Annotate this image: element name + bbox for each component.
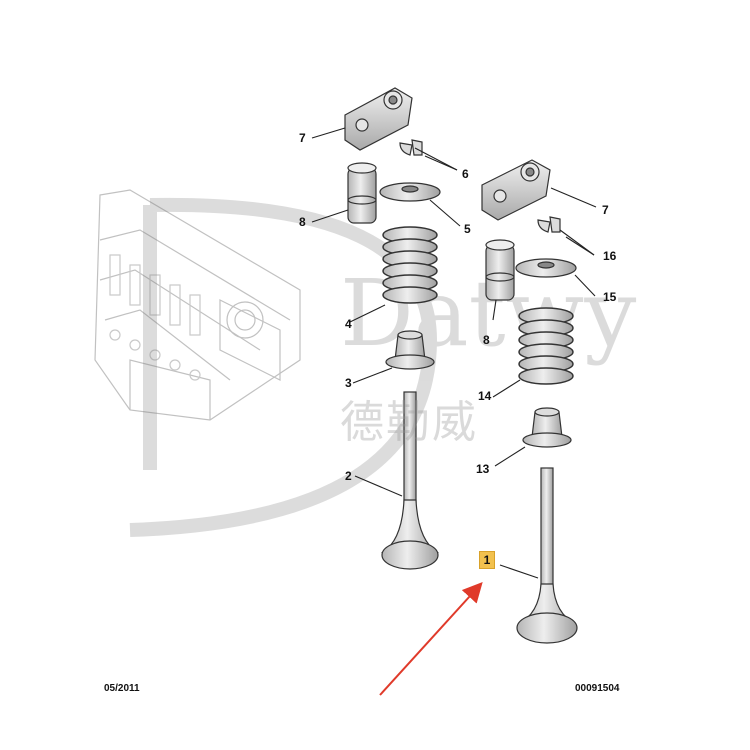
pointer-arrow [379,582,483,696]
valve-keepers-right [537,216,561,233]
valve-stem-seal-left [385,330,435,370]
valve-stem-seal-right [522,407,572,448]
callout-7-right: 7 [602,203,609,217]
callout-3: 3 [345,376,352,390]
callout-14: 14 [478,389,492,403]
valve-spring-left [382,226,438,304]
hydraulic-lifter-left [347,162,377,224]
valve-right [516,467,578,644]
callout-13: 13 [476,462,490,476]
cylinder-head-illustration [94,189,301,421]
spring-retainer-left [379,182,441,202]
callout-2: 2 [345,469,352,483]
rocker-arm-right [481,159,551,221]
callout-6: 6 [462,167,469,181]
callout-7-left: 7 [299,131,306,145]
callout-5: 5 [464,222,471,236]
callout-16: 16 [603,249,617,263]
hydraulic-lifter-right [485,239,515,301]
valve-left [380,391,440,570]
callout-8-left: 8 [299,215,306,229]
valve-spring-right [518,307,574,385]
leader-lines [311,127,597,579]
callout-8-right: 8 [483,333,490,347]
valve-keepers-left [399,139,423,156]
spring-retainer-right [515,258,577,278]
watermark-chinese-text: 德勒威 [340,397,478,448]
rocker-arm-left [344,87,413,151]
callout-4: 4 [345,317,352,331]
callout-15: 15 [603,290,617,304]
diagram-date: 05/2011 [104,683,140,694]
diagram-reference-number: 00091504 [575,683,620,694]
callout-1-highlighted: 1 [479,551,495,569]
